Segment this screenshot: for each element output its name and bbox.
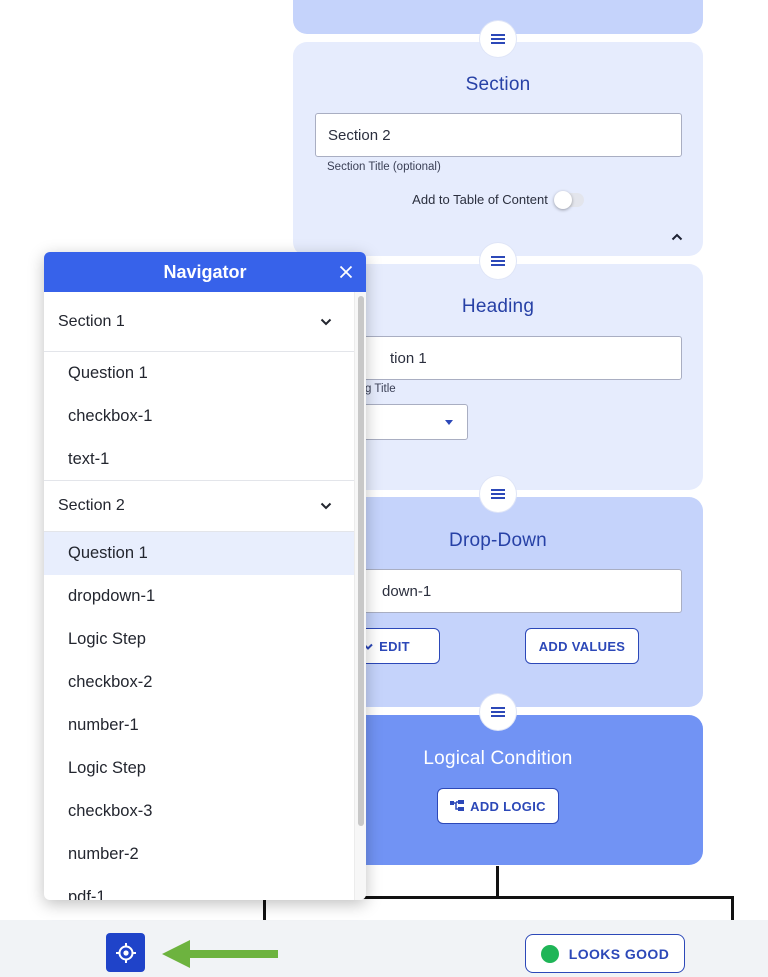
add-values-button[interactable]: ADD VALUES — [525, 628, 639, 664]
heading-title-input[interactable]: tion 1 — [315, 336, 682, 380]
status-dot-icon — [540, 944, 559, 963]
drag-handle[interactable] — [480, 694, 516, 730]
toc-toggle[interactable] — [553, 190, 584, 209]
locate-button[interactable] — [106, 933, 145, 972]
logic-card-title: Logical Condition — [423, 748, 573, 769]
navigator-list: Section 1 Question 1 checkbox-1 text-1 S… — [44, 292, 354, 900]
looks-good-label: LOOKS GOOD — [568, 945, 670, 962]
add-values-button-label: ADD VALUES — [538, 638, 626, 654]
drag-handle-icon — [491, 707, 505, 717]
pointer-arrow-icon — [162, 940, 278, 968]
nav-item[interactable]: Question 1 — [68, 364, 148, 382]
dropdown-card-title: Drop-Down — [449, 530, 547, 551]
nav-item[interactable]: checkbox-2 — [68, 673, 153, 691]
drag-handle-icon — [491, 34, 505, 44]
dropdown-name-value: down-1 — [382, 582, 432, 600]
nav-item[interactable]: Logic Step — [68, 759, 146, 777]
collapse-chevron-up-icon[interactable] — [671, 230, 683, 244]
drag-handle[interactable] — [480, 476, 516, 512]
section-title-input[interactable]: Section 2 — [315, 113, 682, 157]
chevron-down-icon[interactable] — [320, 318, 332, 326]
connector-line — [496, 866, 499, 898]
nav-item[interactable]: text-1 — [44, 438, 354, 481]
logic-tree-icon — [450, 800, 465, 811]
close-icon[interactable] — [336, 262, 356, 282]
toc-toggle-label: Add to Table of Content — [412, 192, 548, 207]
navigator-header: Navigator — [44, 252, 366, 292]
section-card-title: Section — [465, 74, 531, 95]
nav-item[interactable]: dropdown-1 — [68, 587, 156, 605]
navigator-scrollbar[interactable] — [354, 292, 366, 900]
connector-line — [731, 896, 734, 920]
navigator-title: Navigator — [163, 261, 247, 282]
nav-item[interactable]: pdf-1 — [68, 888, 106, 900]
navigator-panel: Navigator Section 1 Question 1 checkbox-… — [44, 252, 366, 900]
section-title-helper: Section Title (optional) — [327, 161, 441, 173]
caret-down-icon — [445, 420, 453, 425]
drag-handle-icon — [491, 489, 505, 499]
section-card: Section Section 2 Section Title (optiona… — [293, 42, 703, 256]
heading-card-title: Heading — [461, 296, 535, 317]
nav-item[interactable]: Logic Step — [68, 630, 146, 648]
heading-title-helper: g Title — [365, 383, 396, 395]
connector-line — [263, 896, 266, 920]
drag-handle[interactable] — [480, 21, 516, 57]
nav-section-1[interactable]: Section 1 — [44, 292, 354, 352]
nav-item[interactable]: checkbox-3 — [68, 802, 153, 820]
heading-title-value: tion 1 — [390, 349, 427, 367]
add-logic-button-label: ADD LOGIC — [470, 798, 546, 814]
nav-section-label: Section 2 — [58, 497, 125, 514]
nav-item[interactable]: number-1 — [68, 716, 139, 734]
drag-handle-icon — [491, 256, 505, 266]
nav-item[interactable]: checkbox-1 — [68, 407, 153, 425]
dropdown-name-input[interactable]: down-1 — [315, 569, 682, 613]
toc-toggle-row: Add to Table of Content — [293, 190, 703, 209]
nav-item[interactable]: number-2 — [68, 845, 139, 863]
add-logic-button[interactable]: ADD LOGIC — [437, 788, 559, 824]
locate-icon — [115, 942, 136, 963]
nav-section-label: Section 1 — [58, 312, 125, 330]
nav-section-2[interactable]: Section 2 — [44, 481, 354, 532]
drag-handle[interactable] — [480, 243, 516, 279]
navigator-scrollbar-thumb[interactable] — [358, 296, 364, 826]
chevron-down-icon[interactable] — [320, 502, 332, 510]
connector-line — [263, 896, 734, 899]
nav-item-selected[interactable]: Question 1 — [44, 532, 354, 575]
looks-good-button[interactable]: LOOKS GOOD — [525, 934, 685, 973]
edit-button-label: EDIT — [379, 638, 410, 654]
